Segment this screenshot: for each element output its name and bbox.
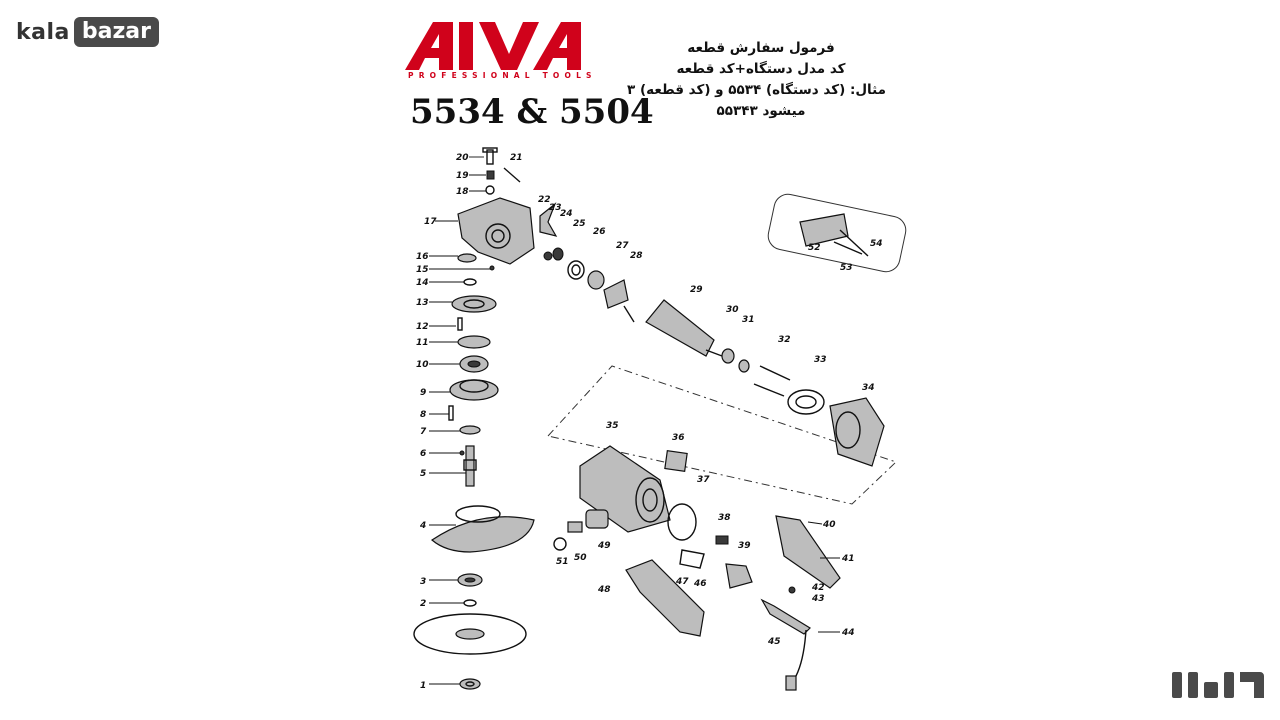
part-label: 10	[416, 360, 429, 370]
part-label: 8	[420, 410, 426, 420]
note-line-4: میشود ۵۵۳۴۳	[716, 103, 806, 119]
logo-kala-text: kala	[16, 19, 70, 45]
part-label: 24	[560, 209, 573, 219]
part-label: 17	[424, 217, 437, 227]
brand-tagline: PROFESSIONAL TOOLS	[408, 71, 597, 80]
part-label: 9	[420, 388, 426, 398]
part-label: 46	[693, 579, 707, 589]
part-label: 16	[416, 252, 429, 262]
aiva-logo	[405, 22, 581, 70]
part-label: 41	[841, 554, 855, 564]
part-labels: 1 2 3 4 5 6 7 8 9 10 11 12 13 14 15 16 1…	[416, 153, 883, 691]
part-label: 44	[841, 628, 855, 638]
part-label: 45	[767, 637, 781, 647]
part-label: 2	[420, 599, 426, 609]
part-label: 14	[416, 278, 429, 288]
part-label: 7	[420, 427, 427, 437]
part-label: 37	[697, 475, 710, 485]
part-label: 34	[862, 383, 875, 393]
part-label: 42	[811, 583, 825, 593]
kalabazar-fa-logo	[1172, 672, 1264, 698]
part-label: 19	[456, 171, 469, 181]
part-label: 52	[808, 243, 821, 253]
part-label: 15	[416, 265, 429, 275]
part-label: 43	[811, 594, 825, 604]
part-label: 18	[456, 187, 469, 197]
part-label: 32	[778, 335, 791, 345]
part-label: 35	[606, 421, 619, 431]
note-line-3: مثال: (کد دستگاه) ۵۵۳۴ و (کد قطعه) ۳	[627, 82, 886, 98]
note-line-2: کد مدل دستگاه+کد قطعه	[676, 61, 846, 77]
part-label: 30	[726, 305, 739, 315]
part-label: 27	[616, 241, 629, 251]
spindle-column	[413, 147, 635, 690]
logo-bazar-text: bazar	[73, 17, 159, 47]
part-label: 54	[870, 239, 883, 249]
part-label: 48	[597, 585, 611, 595]
part-label: 38	[718, 513, 731, 523]
part-label: 4	[419, 521, 426, 531]
part-label: 31	[742, 315, 755, 325]
part-label: 36	[672, 433, 685, 443]
part-label: 23	[549, 203, 562, 213]
part-label: 51	[556, 557, 569, 567]
part-label: 40	[822, 520, 836, 530]
part-label: 1	[420, 681, 426, 691]
part-label: 3	[420, 577, 426, 587]
leader-lines	[429, 156, 840, 685]
part-label: 28	[630, 251, 643, 261]
part-label: 6	[420, 449, 426, 459]
part-label: 11	[416, 338, 429, 348]
part-label: 21	[510, 153, 523, 163]
kalabazar-logo: kala bazar	[16, 16, 159, 48]
motor-assembly-frame	[547, 365, 897, 505]
note-line-1: فرمول سفارش قطعه	[687, 40, 835, 56]
accessory-items	[799, 213, 869, 257]
part-label: 5	[420, 469, 426, 479]
part-label: 13	[416, 298, 429, 308]
model-title: 5534 & 5504	[410, 92, 654, 132]
part-label: 33	[814, 355, 827, 365]
part-label: 20	[456, 153, 469, 163]
part-label: 53	[840, 263, 853, 273]
accessory-frame	[767, 193, 907, 273]
order-formula-note: فرمول سفارش قطعه کد مدل دستگاه+کد قطعه م…	[627, 38, 886, 122]
part-label: 49	[597, 541, 611, 551]
part-label: 39	[738, 541, 751, 551]
motor-parts	[553, 299, 885, 691]
part-label: 25	[573, 219, 586, 229]
part-label: 29	[690, 285, 703, 295]
part-label: 50	[574, 553, 587, 563]
part-label: 26	[593, 227, 606, 237]
part-label: 22	[538, 195, 551, 205]
part-label: 47	[675, 577, 689, 587]
part-label: 12	[416, 322, 429, 332]
